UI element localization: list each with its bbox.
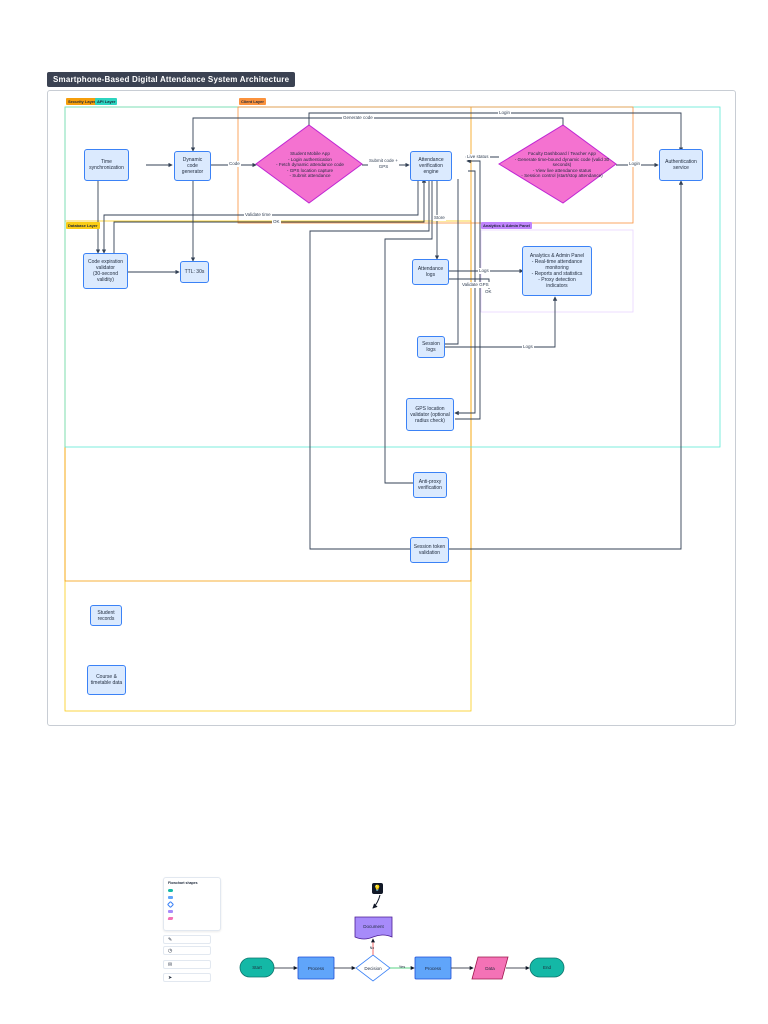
diagram-canvas[interactable]: Security Layer API Layer Client Layer Da… [47, 90, 736, 726]
api-layer-tag: API Layer [95, 98, 118, 105]
send-icon: ➤ [168, 974, 173, 981]
edge-label-login-top: Login [498, 110, 512, 116]
flow-decision-label: Decision [364, 965, 382, 971]
side-button-1[interactable]: ✎ [163, 935, 211, 944]
code-expiry-node[interactable]: Code expiration validator (30-second val… [83, 253, 128, 289]
time-sync-node[interactable]: Time synchronization [84, 149, 129, 181]
start-shape [239, 957, 275, 978]
edge-label-submit: Submit code + GPS [368, 158, 399, 170]
shape-item-process[interactable] [168, 894, 220, 900]
ttl-node[interactable]: TTL: 30s [180, 261, 209, 283]
flow-process1-label: Process [307, 965, 325, 971]
shape-item-data[interactable] [167, 915, 220, 921]
session-token-node[interactable]: Session token validation [410, 537, 449, 563]
data-shape [471, 956, 509, 980]
shape-item-terminal[interactable] [168, 887, 220, 893]
shape-item-document[interactable] [168, 908, 220, 914]
side-button-3[interactable]: ✉ [163, 960, 211, 969]
chat-icon: ✉ [168, 961, 173, 968]
edge-label-logs-2: Logs [522, 344, 534, 350]
flow-document-label: Document [363, 923, 384, 929]
document-shape [354, 916, 393, 940]
flow-data-label: Data [485, 965, 495, 971]
page-title: Smartphone-Based Digital Attendance Syst… [47, 72, 296, 87]
attendance-logs-node[interactable]: Attendance logs [412, 259, 449, 285]
clock-icon: ◷ [168, 947, 173, 954]
faculty-dashboard-label: Faculty Dashboard / Teacher App - Genera… [514, 151, 610, 179]
database-layer-boundary [64, 220, 472, 712]
edge-label-generate-code: Generate code [342, 115, 374, 121]
side-button-4[interactable]: ➤ [163, 973, 211, 982]
student-app-label: Student Mobile App - Login authenticatio… [276, 151, 344, 179]
flow-process2-label: Process [424, 965, 442, 971]
flow-yes-label: Yes [398, 963, 406, 969]
pen-icon: ✎ [168, 936, 173, 943]
edge-label-ok: OK [272, 219, 281, 225]
end-shape [529, 957, 565, 978]
analytics-layer-tag: Analytics & Admin Panel [481, 222, 532, 229]
side-button-2[interactable]: ◷ [163, 946, 211, 955]
security-layer-tag: Security Layer [66, 98, 98, 105]
edge-label-logs-1: Logs [478, 268, 490, 274]
edge-label-validate-gps: Validate GPS [461, 282, 490, 288]
student-app-diamond [255, 124, 363, 204]
flow-no-label: No [369, 946, 375, 950]
client-layer-tag: Client Layer [239, 98, 266, 105]
lightbulb-icon: 💡 [372, 883, 383, 894]
auth-service-node[interactable]: Authentication service [659, 149, 703, 181]
flowchart-shapes-panel[interactable]: Flowchart shapes [163, 877, 221, 931]
shape-item-decision[interactable] [166, 900, 220, 908]
decision-swatch-icon [166, 900, 175, 908]
shapes-panel-title: Flowchart shapes [168, 881, 198, 885]
verification-engine-node[interactable]: Attendance verification engine [410, 151, 452, 181]
example-flow-svg [239, 895, 565, 982]
faculty-dashboard-diamond [498, 124, 617, 204]
flow-end-label: End [542, 965, 551, 970]
edge-label-validate-time: Validate time [244, 212, 272, 218]
edge-label-ok2: OK [484, 289, 493, 295]
flow-start-label: Start [252, 965, 262, 970]
student-records-node[interactable]: Student records [90, 605, 122, 626]
code-generator-node[interactable]: Dynamic code generator [174, 151, 211, 181]
hint-bubble: 💡 [372, 883, 447, 894]
anti-proxy-node[interactable]: Anti-proxy verification [413, 472, 447, 498]
edge-label-store: Store [433, 215, 446, 221]
gps-validator-node[interactable]: GPS location validator (optional radius … [406, 398, 454, 431]
diagram-svg [64, 106, 721, 712]
edge-label-live-status: Live status [466, 154, 490, 160]
edge-label-code: Code [228, 161, 241, 167]
terminal-swatch-icon [168, 888, 173, 892]
data-swatch-icon [167, 916, 174, 920]
session-logs-node[interactable]: Session logs [417, 336, 445, 358]
database-layer-tag: Database Layer [66, 222, 100, 229]
decision-shape [355, 954, 391, 982]
edge-label-login-right: Login [628, 161, 642, 167]
document-swatch-icon [168, 909, 173, 913]
course-data-node[interactable]: Course & timetable data [87, 665, 126, 695]
analytics-panel-node[interactable]: Analytics & Admin Panel - Real-time atte… [522, 246, 592, 296]
process-swatch-icon [168, 895, 173, 899]
